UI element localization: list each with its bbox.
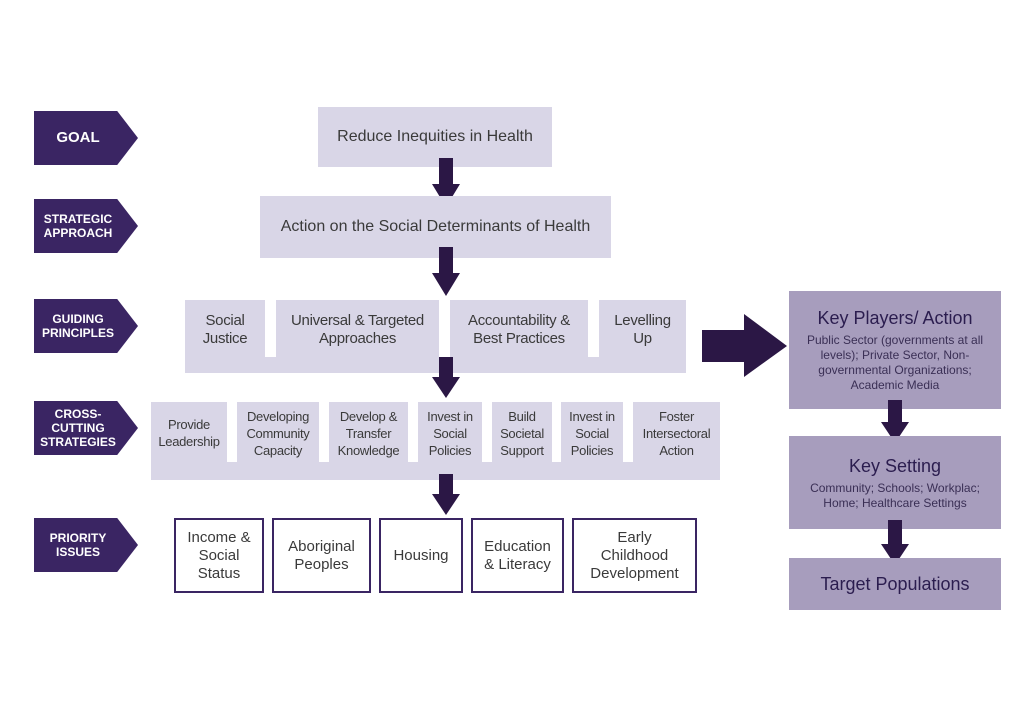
strategy-tile: Foster Intersectoral Action bbox=[633, 402, 720, 464]
target-populations-title: Target Populations bbox=[820, 574, 970, 594]
label-guiding-principles: GUIDING PRINCIPLES bbox=[34, 299, 138, 353]
right-arrow bbox=[702, 314, 787, 377]
issue-box: Aboriginal Peoples bbox=[272, 518, 371, 593]
principles-band bbox=[185, 357, 686, 373]
label-goal: GOAL bbox=[34, 111, 138, 165]
key-setting-title: Key Setting bbox=[848, 455, 942, 476]
strategy-tile: Invest in Social Policies bbox=[418, 402, 482, 464]
label-priority-issues: PRIORITY ISSUES bbox=[34, 518, 138, 572]
down-arrow-3 bbox=[432, 357, 460, 398]
key-players-box: Key Players/ Action Public Sector (gover… bbox=[789, 291, 1001, 409]
target-populations-box: Target Populations bbox=[789, 558, 1001, 610]
strategy-tile: Invest in Social Policies bbox=[561, 402, 623, 464]
down-arrow-right-2 bbox=[881, 520, 909, 565]
down-arrow-2 bbox=[432, 247, 460, 296]
issue-box: Housing bbox=[379, 518, 463, 593]
key-players-title: Key Players/ Action bbox=[817, 308, 973, 328]
down-arrow-1 bbox=[432, 158, 460, 207]
strategy-tile: Provide Leadership bbox=[151, 402, 227, 464]
principle-tile: Accountability & Best Practices bbox=[450, 300, 588, 360]
strategy-tile: Develop & Transfer Knowledge bbox=[329, 402, 408, 464]
principle-tile: Levelling Up bbox=[599, 300, 686, 360]
issue-box: Early Childhood Development bbox=[572, 518, 697, 593]
goal-box: Reduce Inequities in Health bbox=[318, 107, 552, 167]
down-arrow-4 bbox=[432, 474, 460, 515]
issue-box: Education & Literacy bbox=[471, 518, 564, 593]
key-players-text: Public Sector (governments at all levels… bbox=[806, 333, 984, 392]
issue-box: Income & Social Status bbox=[174, 518, 264, 593]
strategy-tile: Build Societal Support bbox=[492, 402, 552, 464]
down-arrow-right-1 bbox=[881, 400, 909, 443]
approach-box: Action on the Social Determinants of Hea… bbox=[260, 196, 611, 258]
principle-tile: Universal & Targeted Approaches bbox=[276, 300, 439, 360]
key-setting-box: Key Setting Community; Schools; Workplac… bbox=[789, 436, 1001, 529]
label-strategic-approach: STRATEGIC APPROACH bbox=[34, 199, 138, 253]
principle-tile: Social Justice bbox=[185, 300, 265, 360]
key-setting-text: Community; Schools; Workplac; Home; Heal… bbox=[810, 480, 980, 510]
strategy-tile: Developing Community Capacity bbox=[237, 402, 319, 464]
strategies-band bbox=[151, 462, 720, 480]
label-cross-cutting-strategies: CROSS- CUTTING STRATEGIES bbox=[34, 401, 138, 455]
